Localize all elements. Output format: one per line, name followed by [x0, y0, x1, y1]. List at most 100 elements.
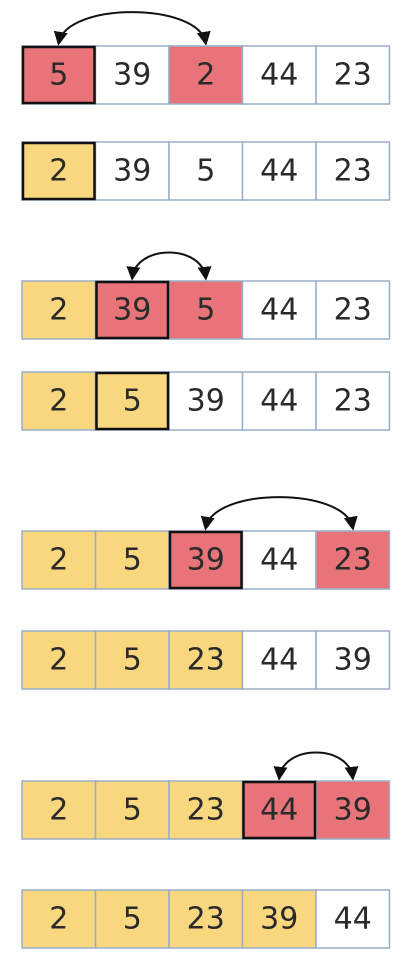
array-cell: 44	[315, 889, 391, 949]
cell-value: 44	[260, 58, 298, 93]
array-cell: 39	[315, 630, 391, 690]
array-cell: 5	[94, 530, 170, 590]
array-row: 2 39 5 44 23	[21, 280, 391, 340]
swap-arrows	[53, 11, 359, 781]
cell-value: 39	[113, 154, 151, 189]
cell-value: 23	[334, 154, 372, 189]
array-cell: 5	[94, 889, 170, 949]
array-cell: 39	[241, 889, 317, 949]
cell-box	[168, 780, 244, 840]
cell-box	[21, 889, 97, 949]
array-cell: 23	[315, 371, 391, 431]
array-cell: 5	[94, 780, 170, 840]
cell-value: 23	[334, 384, 372, 419]
array-cell: 2	[21, 141, 97, 201]
cell-box	[241, 630, 317, 690]
array-cell: 23	[315, 530, 391, 590]
swap-arrow	[273, 751, 359, 781]
cell-highlight-border	[21, 45, 96, 105]
array-cell: 44	[241, 371, 317, 431]
array-cell: 2	[21, 889, 97, 949]
cell-value: 2	[49, 643, 68, 678]
array-cell: 39	[315, 780, 391, 840]
array-cell: 2	[21, 280, 97, 340]
cell-box	[241, 45, 317, 105]
cell-value: 23	[334, 543, 372, 578]
array-cell: 39	[94, 45, 170, 105]
array-cell: 2	[21, 780, 97, 840]
cell-box	[241, 371, 317, 431]
cell-box	[168, 630, 244, 690]
cell-box	[241, 141, 317, 201]
cell-box	[168, 280, 244, 340]
cell-box	[315, 630, 391, 690]
array-row: 2 5 23 39 44	[21, 889, 391, 949]
cell-value: 5	[49, 58, 68, 93]
array-cell: 23	[168, 889, 244, 949]
cell-value: 39	[187, 543, 225, 578]
array-cell: 44	[241, 141, 317, 201]
array-cell: 2	[168, 45, 244, 105]
cell-highlight-border	[168, 530, 243, 590]
cell-value: 2	[49, 902, 68, 937]
cell-value: 23	[187, 902, 225, 937]
swap-arrow	[53, 11, 211, 46]
array-cell: 2	[21, 371, 97, 431]
cell-value: 23	[187, 793, 225, 828]
array-cell: 5	[94, 371, 170, 431]
array-cell: 23	[315, 45, 391, 105]
cell-box	[21, 530, 97, 590]
cell-value: 44	[260, 154, 298, 189]
array-cell: 5	[168, 280, 244, 340]
cell-value: 2	[49, 154, 68, 189]
cell-box	[315, 280, 391, 340]
array-cell: 44	[241, 45, 317, 105]
cell-value: 39	[113, 293, 151, 328]
cell-box	[168, 45, 244, 105]
cell-value: 39	[260, 902, 298, 937]
cell-value: 5	[196, 293, 215, 328]
cell-box	[315, 889, 391, 949]
cell-box	[94, 371, 170, 431]
cell-value: 44	[260, 384, 298, 419]
cell-value: 23	[334, 58, 372, 93]
cell-value: 5	[196, 154, 215, 189]
cell-box	[241, 280, 317, 340]
cell-value: 39	[187, 384, 225, 419]
cell-box	[315, 780, 391, 840]
cell-value: 23	[334, 293, 372, 328]
array-cell: 23	[168, 780, 244, 840]
array-cell: 39	[94, 280, 170, 340]
cell-highlight-border	[21, 141, 96, 201]
cell-value: 23	[187, 643, 225, 678]
cell-box	[21, 280, 97, 340]
cell-box	[168, 889, 244, 949]
cell-value: 44	[260, 543, 298, 578]
cell-box	[21, 45, 97, 105]
array-cell: 23	[315, 141, 391, 201]
cell-value: 39	[334, 793, 372, 828]
cell-value: 5	[123, 902, 142, 937]
array-cell: 39	[94, 141, 170, 201]
cell-value: 5	[123, 543, 142, 578]
cell-box	[94, 45, 170, 105]
array-cell: 44	[241, 530, 317, 590]
cell-value: 5	[123, 643, 142, 678]
array-cell: 5	[94, 630, 170, 690]
array-row: 2 39 5 44 23	[21, 141, 391, 201]
cell-value: 5	[123, 793, 142, 828]
array-row: 2 5 39 44 23	[21, 530, 391, 590]
cell-value: 2	[49, 543, 68, 578]
cell-highlight-border	[242, 780, 317, 840]
cell-value: 44	[260, 293, 298, 328]
swap-arrow	[126, 251, 212, 281]
cell-value: 44	[334, 902, 372, 937]
cell-box	[94, 889, 170, 949]
cell-box	[315, 45, 391, 105]
array-cell: 39	[168, 530, 244, 590]
